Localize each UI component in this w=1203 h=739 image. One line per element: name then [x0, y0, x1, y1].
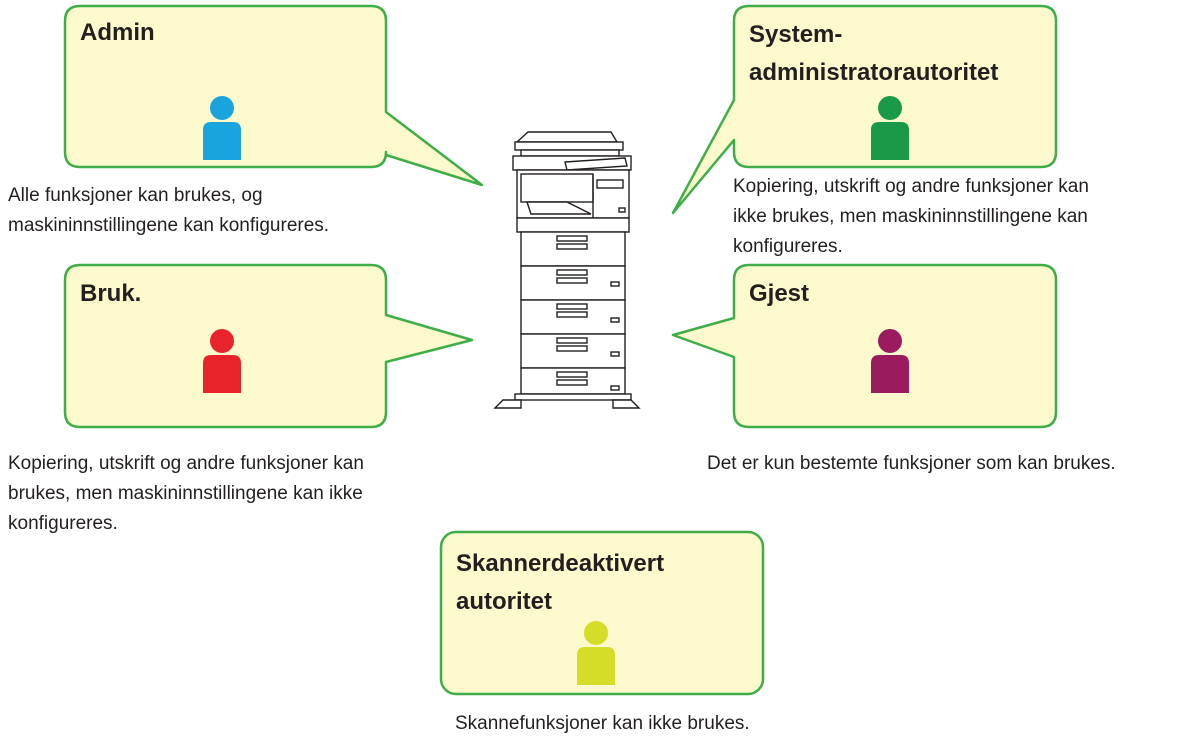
title-guest: Gjest [749, 280, 810, 307]
title-system-admin: System- administratorautoritet [749, 16, 998, 92]
desc-system-admin: Kopiering, utskrift og andre funksjoner … [733, 172, 1089, 262]
desc-user-line-3: konfigureres. [8, 513, 118, 534]
desc-system-admin-line-3: konfigureres. [733, 236, 843, 257]
desc-admin: Alle funksjoner kan brukes, og maskininn… [8, 181, 329, 241]
title-scanner-disabled: Skannerdeaktivert autoritet [456, 545, 664, 621]
bubble-system-admin [671, 4, 1058, 215]
title-scanner-disabled-line-1: Skannerdeaktivert [456, 550, 665, 577]
title-system-admin-line-1: System- [749, 21, 843, 48]
desc-system-admin-line-2: ikke brukes, men maskininnstillingene ka… [733, 206, 1088, 227]
desc-system-admin-line-1: Kopiering, utskrift og andre funksjoner … [733, 176, 1089, 197]
title-scanner-disabled-line-2: autoritet [456, 588, 552, 615]
scanner-disabled-person-icon [577, 621, 615, 685]
admin-person-icon [203, 96, 241, 160]
title-admin: Admin [80, 19, 155, 46]
bubble-guest [671, 263, 1058, 429]
desc-admin-line-1: Alle funksjoner kan brukes, og [8, 185, 263, 206]
guest-person-icon [871, 329, 909, 393]
desc-guest-line-1: Det er kun bestemte funksjoner som kan b… [707, 453, 1116, 474]
desc-scanner-disabled: Skannefunksjoner kan ikke brukes. [455, 709, 750, 739]
printer-icon [493, 131, 641, 409]
desc-scanner-disabled-line-1: Skannefunksjoner kan ikke brukes. [455, 713, 750, 734]
bubble-scanner-disabled [439, 530, 765, 696]
bubble-admin [63, 4, 484, 187]
bubble-user [63, 263, 474, 429]
title-system-admin-line-2: administratorautoritet [749, 59, 999, 86]
title-user: Bruk. [80, 280, 142, 307]
user-person-icon [203, 329, 241, 393]
desc-user-line-1: Kopiering, utskrift og andre funksjoner … [8, 453, 364, 474]
desc-user: Kopiering, utskrift og andre funksjoner … [8, 449, 364, 539]
system-admin-person-icon [871, 96, 909, 160]
desc-user-line-2: brukes, men maskininnstillingene kan ikk… [8, 483, 363, 504]
desc-guest: Det er kun bestemte funksjoner som kan b… [707, 449, 1116, 479]
desc-admin-line-2: maskininnstillingene kan konfigureres. [8, 215, 330, 236]
